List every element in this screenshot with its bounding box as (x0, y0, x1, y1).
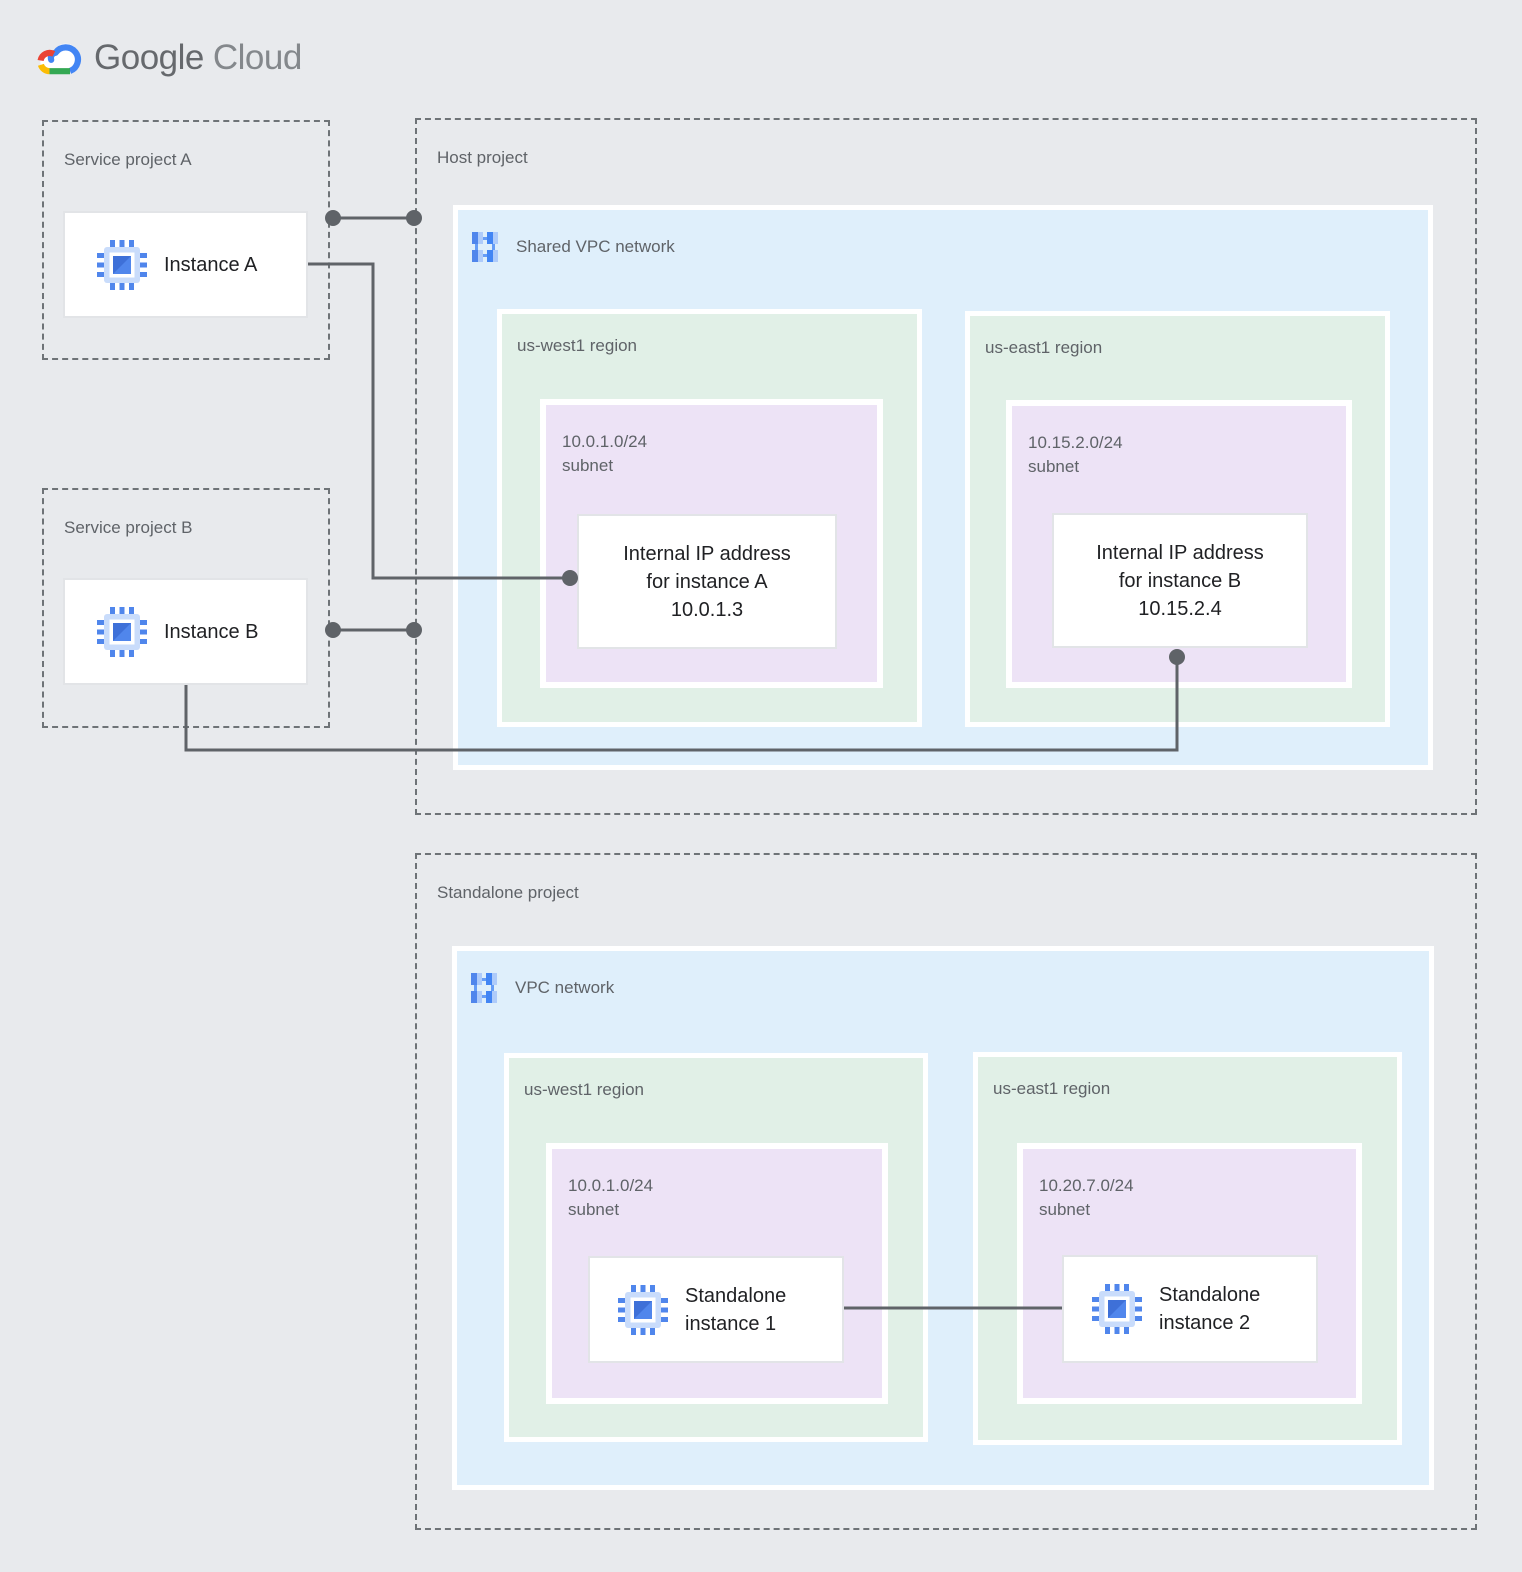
vpc-network-icon (470, 230, 500, 264)
standalone-east-subnet-cidr: 10.20.7.0/24 (1039, 1176, 1134, 1195)
shared-vpc-network-row: Shared VPC network (468, 230, 675, 264)
compute-engine-icon (97, 606, 147, 657)
instance-a-label: Instance A (164, 253, 258, 276)
logo-word-cloud: Cloud (212, 38, 302, 77)
host-us-east1-region-panel: us-east1 region 10.15.2.0/24 subnet Inte… (965, 311, 1390, 727)
instance-a-card: Instance A (63, 211, 308, 318)
logo-word-google: Google (94, 38, 204, 77)
instance-b-card: Instance B (63, 578, 308, 685)
service-project-b-title: Service project B (64, 518, 193, 537)
standalone-us-east1-region-label: us-east1 region (993, 1079, 1111, 1098)
service-project-a-title: Service project A (64, 150, 192, 169)
standalone-west-subnet-cidr: 10.0.1.0/24 (568, 1176, 654, 1195)
ip-b-line2: for instance B (1118, 569, 1242, 592)
internal-ip-instance-a-card: Internal IP address for instance A 10.0.… (577, 514, 837, 649)
standalone-instance-1-card: Standalone instance 1 (588, 1256, 844, 1363)
standalone-project-box: Standalone project VPC network us-west1 … (415, 853, 1477, 1530)
standalone-instance-2-card: Standalone instance 2 (1062, 1255, 1318, 1363)
host-east-subnet-label: 10.15.2.0/24 subnet (1028, 431, 1123, 479)
host-east-subnet-panel: 10.15.2.0/24 subnet Internal IP address … (1006, 400, 1352, 688)
compute-engine-icon (618, 1284, 668, 1335)
compute-engine-icon (97, 239, 147, 290)
standalone-instance-1-label: Standalone instance 1 (685, 1282, 786, 1338)
standalone-west-subnet-word: subnet (568, 1200, 620, 1219)
host-us-west1-region-label: us-west1 region (517, 336, 638, 355)
host-west-subnet-panel: 10.0.1.0/24 subnet Internal IP address f… (540, 399, 883, 688)
internal-ip-instance-b-card: Internal IP address for instance B 10.15… (1052, 513, 1308, 648)
standalone-east-subnet-panel: 10.20.7.0/24 subnet Standalone instance … (1017, 1143, 1362, 1404)
standalone-instance-1-line1: Standalone (685, 1284, 787, 1307)
service-project-a-box: Service project A Instance A (42, 120, 330, 360)
host-west-subnet-word: subnet (562, 456, 614, 475)
standalone-east-subnet-word: subnet (1039, 1200, 1091, 1219)
standalone-east-subnet-label: 10.20.7.0/24 subnet (1039, 1174, 1134, 1222)
host-us-east1-region-label: us-east1 region (985, 338, 1103, 357)
standalone-instance-1-line2: instance 1 (685, 1312, 777, 1335)
standalone-us-west1-region-label: us-west1 region (524, 1080, 645, 1099)
ip-a-line2: for instance A (646, 570, 768, 593)
host-west-subnet-label: 10.0.1.0/24 subnet (562, 430, 647, 478)
host-us-west1-region-panel: us-west1 region 10.0.1.0/24 subnet Inter… (497, 309, 922, 727)
standalone-us-east1-region-panel: us-east1 region 10.20.7.0/24 subnet Stan… (973, 1052, 1402, 1445)
vpc-network-row: VPC network (467, 971, 614, 1005)
standalone-west-subnet-label: 10.0.1.0/24 subnet (568, 1174, 653, 1222)
google-cloud-logo-icon (37, 43, 82, 75)
standalone-west-subnet-panel: 10.0.1.0/24 subnet Standalone instance 1 (546, 1143, 888, 1404)
vpc-network-label: VPC network (515, 978, 615, 997)
host-project-title: Host project (437, 148, 528, 167)
compute-engine-icon (1092, 1284, 1142, 1334)
instance-b-label: Instance B (164, 620, 259, 643)
host-east-subnet-cidr: 10.15.2.0/24 (1028, 433, 1123, 452)
host-east-subnet-word: subnet (1028, 457, 1080, 476)
standalone-instance-2-label: Standalone instance 2 (1159, 1281, 1260, 1337)
ip-a-line3: 10.0.1.3 (670, 598, 744, 621)
standalone-instance-2-line2: instance 2 (1159, 1312, 1251, 1334)
standalone-us-west1-region-panel: us-west1 region 10.0.1.0/24 subnet Stand… (504, 1053, 928, 1442)
ip-b-line1: Internal IP address (1096, 541, 1264, 564)
service-project-b-box: Service project B Instance B (42, 488, 330, 728)
shared-vpc-network-label: Shared VPC network (516, 237, 675, 256)
vpc-network-panel: VPC network us-west1 region 10.0.1.0/24 … (452, 946, 1434, 1490)
shared-vpc-network-panel: Shared VPC network us-west1 region 10.0.… (453, 205, 1433, 770)
host-west-subnet-cidr: 10.0.1.0/24 (562, 432, 648, 451)
vpc-network-icon (469, 971, 499, 1005)
standalone-project-title: Standalone project (437, 883, 579, 902)
host-project-box: Host project Shared VPC network us-west1… (415, 118, 1477, 815)
standalone-instance-2-line1: Standalone (1159, 1284, 1261, 1306)
ip-a-line1: Internal IP address (623, 542, 791, 565)
ip-b-line3: 10.15.2.4 (1138, 597, 1222, 620)
